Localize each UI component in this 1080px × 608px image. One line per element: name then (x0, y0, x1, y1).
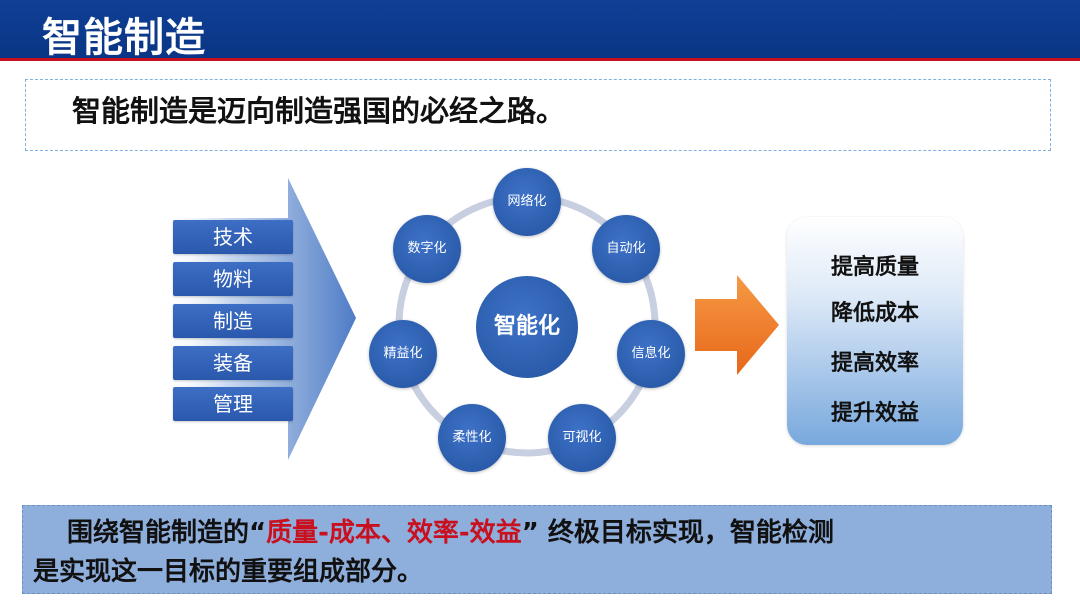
node-flexibility: 柔性化 (438, 404, 506, 472)
summary-line-2: 是实现这一目标的重要组成部分。 (33, 557, 424, 587)
input-item-material: 物料 (173, 262, 293, 296)
input-item-manufacturing: 制造 (173, 304, 293, 338)
summary-text-b: ” 终极目标实现，智能检测 (521, 518, 834, 548)
input-item-equipment: 装备 (173, 346, 293, 380)
output-arrow-icon (695, 275, 779, 375)
center-node-intelligence: 智能化 (476, 276, 578, 378)
header-bar: 智能制造 (0, 0, 1080, 61)
summary-box: 围绕智能制造的“质量-成本、效率-效益” 终极目标实现，智能检测 是实现这一目标… (22, 505, 1052, 594)
node-lean: 精益化 (369, 320, 437, 388)
result-cost: 降低成本 (830, 301, 919, 326)
node-automation: 自动化 (592, 215, 660, 283)
results-box: 提高质量 降低成本 提高效率 提升效益 (787, 217, 963, 445)
result-quality: 提高质量 (830, 255, 919, 280)
intro-text: 智能制造是迈向制造强国的必经之路。 (72, 94, 566, 128)
summary-line-1: 围绕智能制造的“质量-成本、效率-效益” 终极目标实现，智能检测 (67, 512, 834, 549)
node-informatization: 信息化 (617, 320, 685, 388)
summary-highlight: 质量-成本、效率-效益 (266, 518, 522, 548)
summary-text-a: 围绕智能制造的“ (67, 518, 267, 548)
result-benefit: 提升效益 (830, 401, 919, 426)
node-networking: 网络化 (493, 168, 561, 236)
node-digitization: 数字化 (393, 215, 461, 283)
result-efficiency: 提高效率 (830, 351, 919, 376)
node-visualization: 可视化 (548, 404, 616, 472)
page-title: 智能制造 (42, 15, 206, 61)
input-item-management: 管理 (173, 387, 293, 421)
input-item-tech: 技术 (173, 220, 293, 254)
intro-box: 智能制造是迈向制造强国的必经之路。 (25, 79, 1051, 151)
